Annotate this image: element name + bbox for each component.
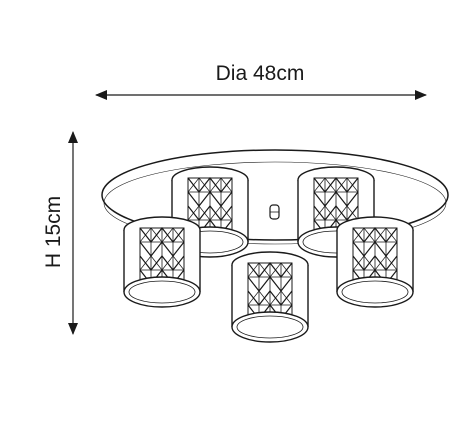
diameter-dimension: Dia 48cm: [95, 62, 427, 100]
center-screw-cap: [269, 204, 280, 220]
shade-mid-right: [337, 217, 413, 307]
shade-front-center: [232, 252, 308, 342]
height-dimension: H 15cm: [42, 131, 78, 335]
shade-mid-left: [124, 217, 200, 307]
height-label: H 15cm: [42, 196, 65, 268]
diameter-label: Dia 48cm: [216, 62, 305, 85]
